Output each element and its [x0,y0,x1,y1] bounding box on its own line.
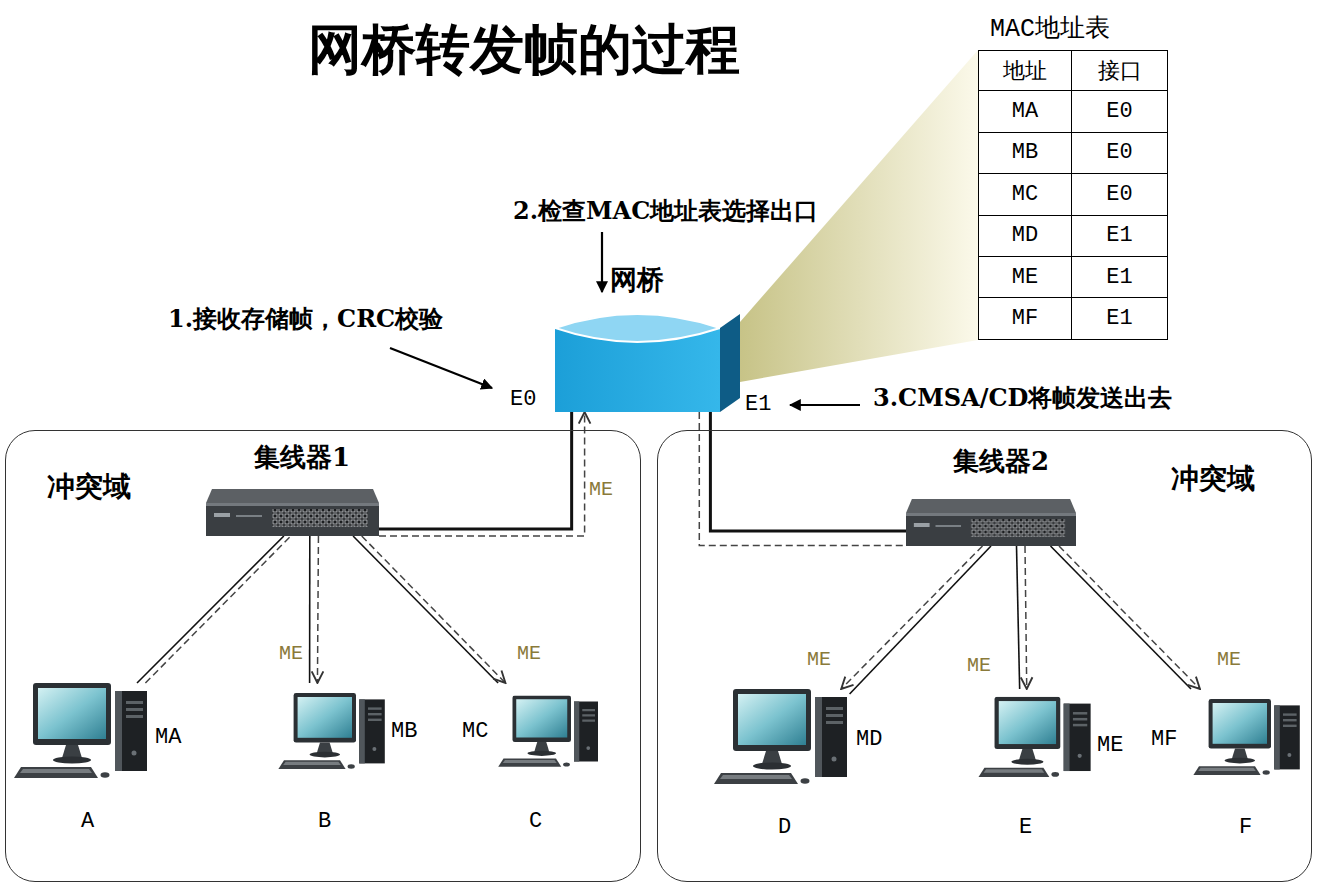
computer: MDD [711,689,851,789]
node-heading: MA [155,725,181,750]
step-label: 3.CMSA/CD将帧发送出去 [873,384,1172,412]
port-label: E0 [510,387,536,412]
table-cell: E0 [1072,174,1168,215]
table-title: MAC地址表 [990,16,1110,45]
node-heading: MB [391,719,417,744]
node-heading: ME [1097,733,1123,758]
table-cell: ME [978,257,1072,298]
computer-icon [711,689,851,789]
computer: MAA [11,683,151,783]
edge-label: ME [966,654,992,677]
table-cell: E1 [1072,216,1168,257]
edge-label: ME [278,642,304,665]
cable [1017,546,1020,689]
computer-icon [496,683,601,783]
computer-icon [1191,689,1303,789]
table-cell: 地址 [978,50,1072,91]
cable [309,536,311,683]
table-cell: E0 [1072,133,1168,174]
table-cell: E1 [1072,257,1168,298]
node-letter: B [318,809,331,834]
table-cell: MD [978,216,1072,257]
frame-path [1059,546,1200,689]
computer-icon [976,689,1094,789]
table-cell: E1 [1072,298,1168,339]
port-label: E1 [745,392,771,417]
frame-path [317,536,318,683]
edge-label: ME [806,648,832,671]
frame-path [699,412,906,546]
table-cell: MC [978,174,1072,215]
cable [1051,546,1192,689]
node-letter: D [778,815,791,840]
step-label: 2.检查MAC地址表选择出口 [513,197,818,225]
table-cell: E0 [1072,91,1168,132]
frame-path [1025,546,1027,689]
computer: MEE [976,689,1094,789]
table-cell: MF [978,298,1072,339]
computer-icon [276,683,388,783]
node-heading: MD [856,727,882,752]
step-label: 1.接收存储帧，CRC校验 [168,305,443,333]
node-letter: C [529,809,542,834]
node-heading: MC [462,719,488,744]
node-heading: 网桥 [610,264,664,295]
node-letter: F [1239,815,1252,840]
node-letter: A [81,809,94,834]
table-cell: MA [978,91,1072,132]
node-heading: 冲突域 [1171,463,1255,495]
computer: MCC [496,683,601,783]
node-heading: 冲突域 [47,471,131,503]
table-cell: MB [978,133,1072,174]
frame-path [841,546,982,689]
frame-path [362,536,506,683]
node-heading: 集线器2 [953,447,1049,477]
bridge: 网桥 [555,312,740,412]
edge-label: ME [588,478,614,501]
bridge-icon [555,312,740,412]
edge-label: ME [1216,648,1242,671]
table-cell: 接口 [1072,50,1168,91]
edge-label: ME [516,642,542,665]
node-letter: E [1019,815,1032,840]
frame-path [145,536,290,683]
computer-icon [11,683,151,783]
hub-icon [206,489,379,536]
hub-icon [906,499,1076,546]
hub: 集线器2 [906,499,1076,546]
computer: MFF [1191,689,1303,789]
node-heading: 集线器1 [254,443,350,473]
computer: MBB [276,683,388,783]
node-heading: MF [1151,727,1177,752]
hub: 集线器1 [206,489,379,536]
collision-domain: 冲突域集线器1MAAMBBMCC [5,430,641,882]
cable [353,536,498,683]
cable [137,536,284,683]
title: 网桥转发帧的过程 [308,18,740,80]
